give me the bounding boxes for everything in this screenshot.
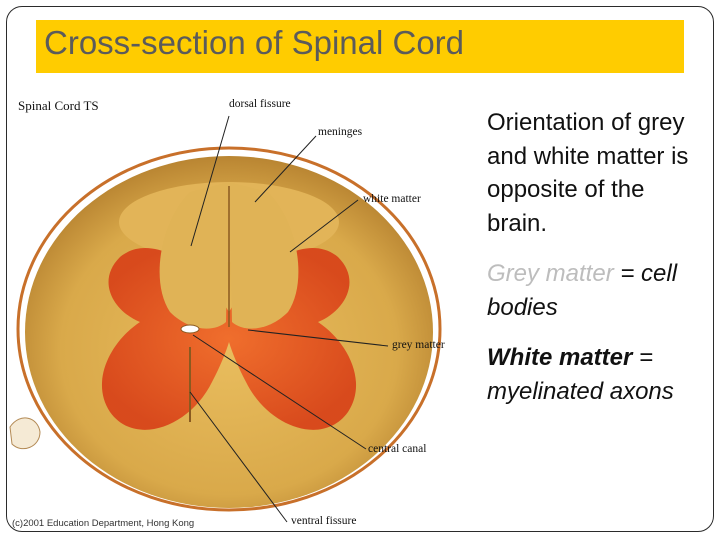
spinal-cord-figure: Spinal Cord TS dorsal fissure meninges w… (0, 82, 470, 540)
orientation-paragraph: Orientation of grey and white matter is … (487, 109, 689, 237)
central-canal-mark (180, 324, 200, 334)
white-matter-definition: = myelinated axons (487, 344, 674, 405)
leader-line-dorsal (190, 115, 230, 247)
label-central-canal: central canal (368, 443, 427, 455)
white-matter-paragraph: White matter = myelinated axons (487, 341, 702, 408)
copyright-note: (c)2001 Education Department, Hong Kong (12, 518, 195, 529)
tissue-fragment (9, 417, 41, 450)
dorsal-white-column (229, 182, 299, 329)
grey-matter-paragraph: Grey matter = cell bodies (487, 257, 702, 324)
leader-line-meninges (254, 135, 317, 203)
dorsal-white-column (159, 182, 229, 329)
slide-frame (6, 6, 714, 532)
spinal-cord-illustration (9, 115, 442, 523)
label-meninges: meninges (318, 126, 363, 138)
leader-line-ventral (189, 391, 288, 523)
slide-title: Cross-section of Spinal Cord (44, 24, 465, 61)
grey-matter-definition: = cell bodies (487, 260, 678, 321)
label-dorsal-fissure: dorsal fissure (229, 98, 291, 110)
white-matter-term: White matter (487, 344, 633, 371)
leader-line-grey (247, 329, 389, 347)
meninges-ring (16, 146, 442, 512)
leader-line-white (289, 199, 359, 253)
title-bar (36, 20, 684, 73)
label-grey-matter: grey matter (392, 339, 445, 351)
figure-title: Spinal Cord TS (18, 98, 99, 113)
text-panel: Orientation of grey and white matter is … (487, 106, 702, 425)
label-white-matter: white matter (363, 193, 421, 205)
leader-line-canal (192, 334, 367, 450)
label-ventral-fissure: ventral fissure (291, 515, 357, 527)
grey-matter-term: Grey matter (487, 260, 614, 287)
